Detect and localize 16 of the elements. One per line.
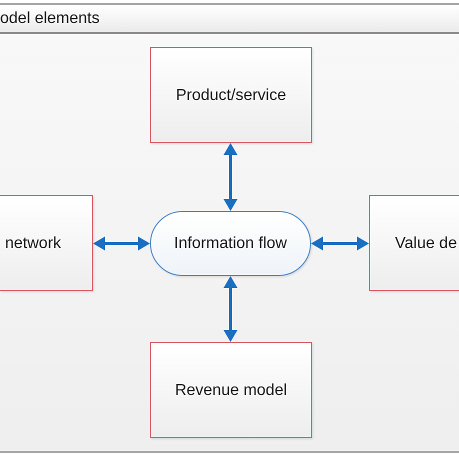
group-frame bbox=[0, 3, 459, 453]
box-label: Product/service bbox=[176, 86, 286, 104]
double-arrow bbox=[93, 236, 150, 250]
box-label: Value de bbox=[395, 234, 457, 252]
group-title: odel elements bbox=[0, 9, 100, 28]
rounded-node bbox=[150, 211, 311, 276]
process-box bbox=[150, 47, 312, 143]
process-box bbox=[369, 195, 459, 291]
double-arrow bbox=[224, 143, 238, 211]
process-box bbox=[0, 195, 93, 291]
node-label: Information flow bbox=[174, 234, 287, 253]
process-box bbox=[150, 342, 312, 438]
double-arrow bbox=[311, 236, 369, 250]
box-label: network bbox=[5, 234, 62, 252]
box-label: Revenue model bbox=[174, 380, 288, 400]
double-arrow bbox=[224, 276, 238, 342]
